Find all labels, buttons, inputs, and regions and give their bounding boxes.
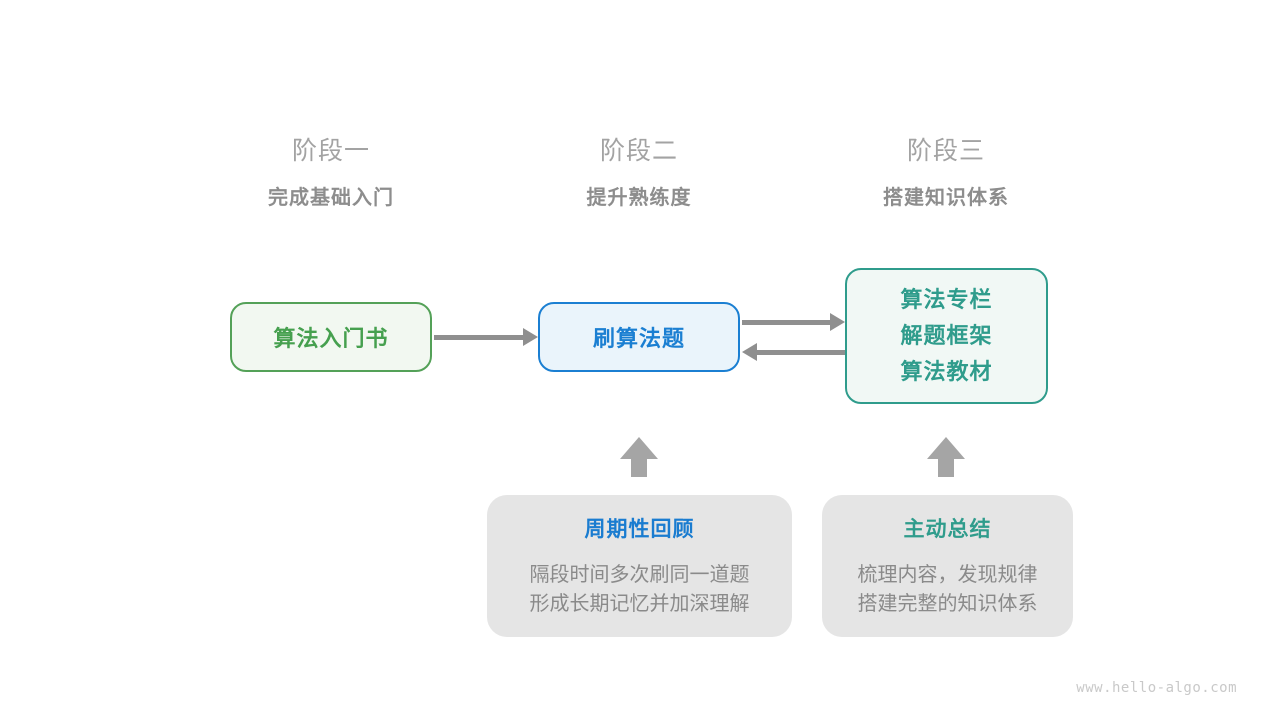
note-body-line: 搭建完整的知识体系	[857, 593, 1038, 615]
watermark: www.hello-algo.com	[1076, 680, 1237, 696]
node-resources-line-3: 算法教材	[900, 359, 993, 384]
up-arrow-icon	[620, 437, 658, 477]
up-arrow-stem	[938, 459, 954, 477]
stage-1-label: 阶段一	[291, 137, 370, 165]
note-periodic-review-title: 周期性回顾	[584, 518, 695, 541]
stage-3-subtitle: 搭建知识体系	[883, 187, 1009, 209]
stage-1-subtitle: 完成基础入门	[268, 187, 394, 209]
arrow-head-left-icon	[742, 343, 757, 361]
arrow-intro-to-practice	[434, 328, 538, 346]
stage-2-subtitle: 提升熟练度	[586, 187, 692, 209]
arrow-shaft	[742, 320, 833, 325]
up-arrow-icon	[927, 437, 965, 477]
arrow-shaft	[434, 335, 526, 340]
arrow-head-right-icon	[830, 313, 845, 331]
node-intro-book: 算法入门书	[230, 302, 432, 372]
stage-3-label: 阶段三	[906, 137, 985, 165]
stage-2-label: 阶段二	[599, 137, 678, 165]
note-active-summary: 主动总结 梳理内容，发现规律 搭建完整的知识体系	[822, 495, 1073, 637]
note-periodic-review: 周期性回顾 隔段时间多次刷同一道题 形成长期记忆并加深理解	[487, 495, 792, 637]
node-resources: 算法专栏 解题框架 算法教材	[845, 268, 1048, 404]
node-practice: 刷算法题	[538, 302, 740, 372]
arrow-resources-to-practice	[742, 343, 845, 361]
note-body-line: 形成长期记忆并加深理解	[529, 593, 750, 615]
up-arrow-head	[927, 437, 965, 459]
arrow-head-right-icon	[523, 328, 538, 346]
note-periodic-review-body: 隔段时间多次刷同一道题 形成长期记忆并加深理解	[530, 561, 750, 619]
node-practice-label: 刷算法题	[592, 326, 685, 351]
note-active-summary-title: 主动总结	[903, 518, 992, 541]
note-body-line: 隔段时间多次刷同一道题	[529, 564, 750, 586]
node-intro-book-label: 算法入门书	[273, 326, 389, 351]
note-body-line: 梳理内容，发现规律	[857, 564, 1038, 586]
node-resources-line-2: 解题框架	[900, 323, 993, 348]
up-arrow-head	[620, 437, 658, 459]
arrow-practice-to-resources	[742, 313, 845, 331]
up-arrow-stem	[631, 459, 647, 477]
note-active-summary-body: 梳理内容，发现规律 搭建完整的知识体系	[858, 561, 1038, 619]
arrow-shaft	[754, 350, 845, 355]
node-resources-line-1: 算法专栏	[900, 287, 993, 312]
